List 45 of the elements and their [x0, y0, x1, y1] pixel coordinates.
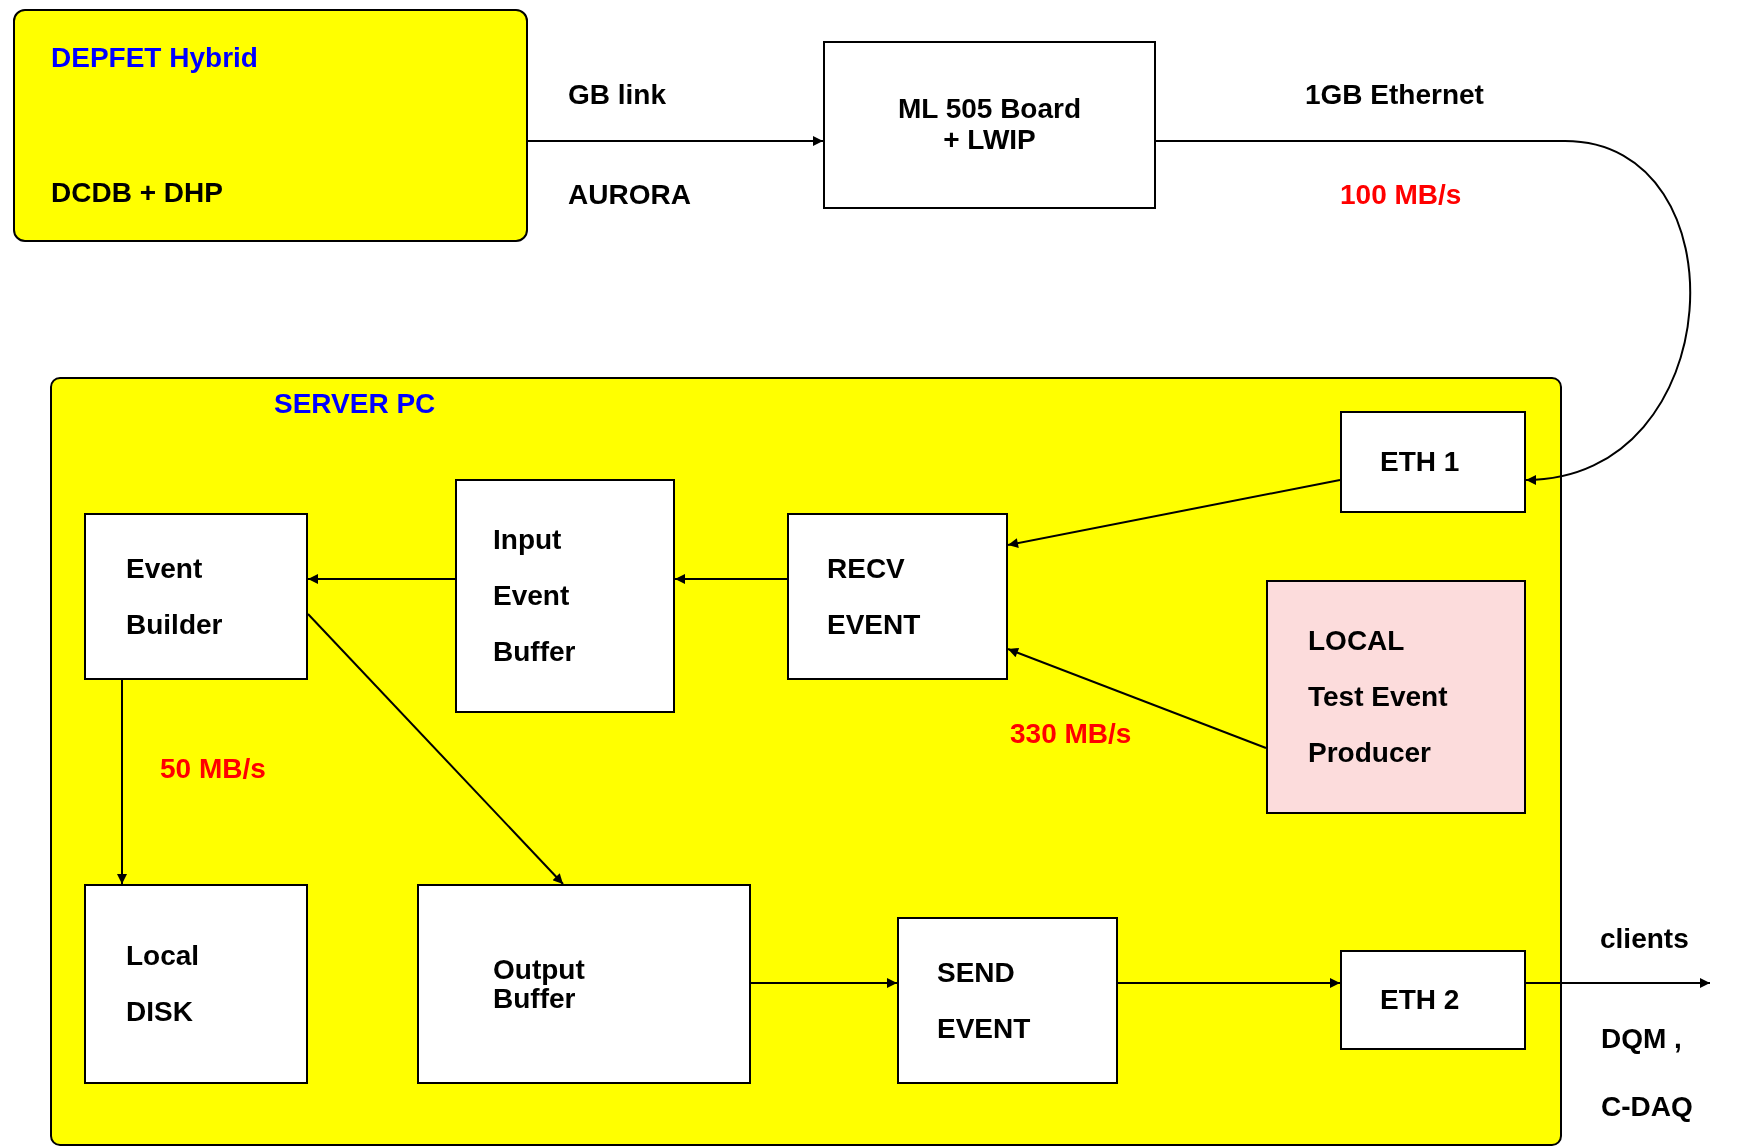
arrow — [1007, 647, 1267, 749]
process-box — [787, 513, 1008, 680]
board-box — [823, 41, 1156, 209]
client-label: C-DAQ — [1601, 1090, 1693, 1124]
server-panel — [50, 377, 1562, 1146]
storage-box — [84, 884, 308, 1084]
arrow — [1007, 479, 1341, 548]
box-label: ETH 2 — [1380, 983, 1460, 1017]
process-box — [84, 513, 308, 680]
edge-label: 50 MB/s — [160, 752, 266, 786]
arrow — [1117, 978, 1341, 988]
arrow — [117, 679, 127, 885]
box-label: Input Event Buffer — [493, 523, 577, 669]
process-box — [897, 917, 1118, 1084]
box-label: ML 505 Board + LWIP — [896, 94, 1083, 156]
link-label: AURORA — [568, 178, 691, 212]
arrow — [1155, 140, 1691, 484]
box-label: ETH 1 — [1380, 445, 1460, 479]
arrow — [674, 574, 788, 584]
box-label: RECV EVENT — [827, 551, 922, 642]
arrow — [307, 574, 456, 584]
arrow — [307, 613, 564, 885]
heading: DEPFET Hybrid — [51, 41, 258, 75]
client-label: DQM , — [1601, 1022, 1682, 1056]
rate-label: 100 MB/s — [1340, 178, 1462, 212]
buffer-box — [417, 884, 751, 1084]
interface-box — [1340, 411, 1526, 513]
arrow — [527, 136, 824, 146]
box-label: DCDB + DHP — [51, 176, 223, 210]
module-box — [13, 9, 528, 242]
producer-box — [1266, 580, 1526, 814]
box-label: Event Builder — [126, 551, 224, 642]
box-label: Output Buffer — [493, 954, 586, 1014]
interface-box — [1340, 950, 1526, 1050]
box-label: LOCAL Test Event Producer — [1308, 624, 1449, 770]
box-label: Local DISK — [126, 939, 201, 1029]
heading: SERVER PC — [274, 387, 436, 421]
edge-label: GB link — [568, 78, 666, 112]
box-label: SEND EVENT — [937, 955, 1032, 1046]
arrow — [750, 978, 898, 988]
buffer-box — [455, 479, 675, 713]
arrow — [1525, 978, 1711, 988]
edge-label: clients — [1600, 922, 1689, 956]
edge-label: 330 MB/s — [1010, 717, 1132, 751]
edge-label: 1GB Ethernet — [1305, 78, 1484, 112]
